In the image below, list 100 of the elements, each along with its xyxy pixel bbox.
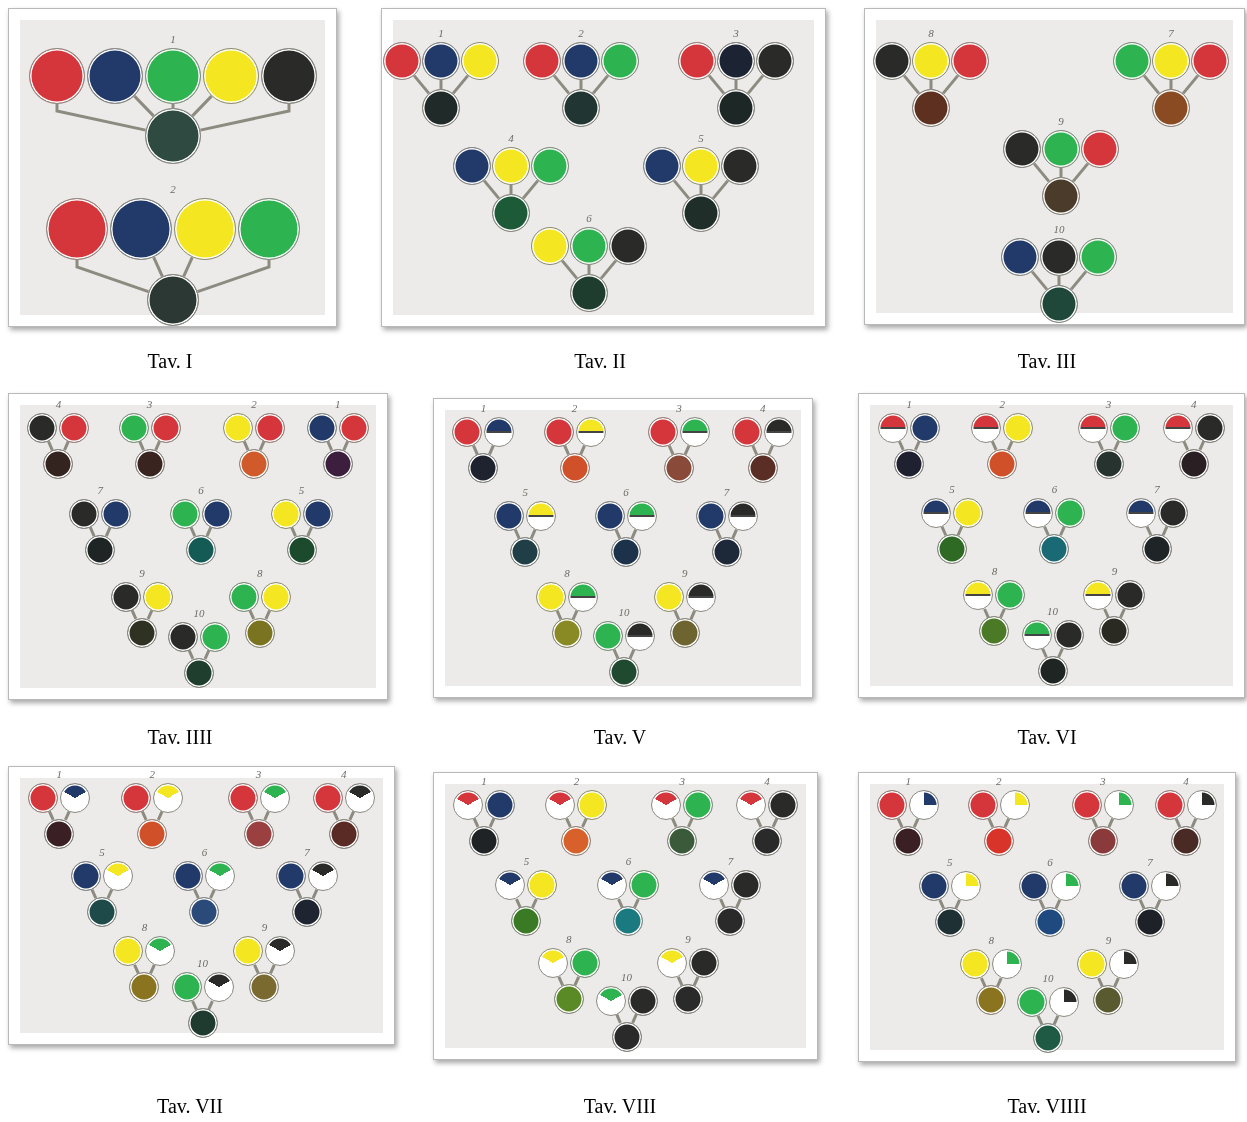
group-number: 9 <box>1110 565 1119 579</box>
group-number: 8 <box>140 921 149 935</box>
color-circle <box>893 825 924 856</box>
group-number: 8 <box>987 934 996 948</box>
color-circle <box>1103 789 1134 820</box>
connector-line <box>628 649 636 659</box>
connector-line <box>929 80 933 89</box>
connector-line <box>987 818 995 828</box>
color-circle <box>987 448 1018 479</box>
connector-line <box>146 609 154 620</box>
connector-line <box>439 80 443 89</box>
color-circle <box>936 533 967 564</box>
color-circle <box>960 949 991 980</box>
group-number: 5 <box>697 132 705 145</box>
connector-line <box>938 899 945 909</box>
color-circle <box>1162 412 1193 443</box>
color-circle <box>731 417 762 447</box>
color-circle <box>570 274 608 312</box>
color-circle <box>485 789 516 820</box>
group-number: 3 <box>678 774 687 788</box>
connector-line <box>306 526 313 537</box>
connector-line <box>617 898 624 909</box>
color-circle <box>873 42 911 80</box>
color-circle <box>101 498 132 529</box>
plate-panel <box>8 8 337 327</box>
connector-line <box>579 80 583 89</box>
color-circle <box>894 448 925 479</box>
connector-line <box>940 526 948 536</box>
color-circle <box>1113 42 1151 80</box>
connector-line <box>258 440 266 451</box>
group-number: 2 <box>570 402 579 415</box>
color-circle <box>878 412 909 443</box>
color-circle <box>134 448 165 479</box>
connector-line <box>573 976 581 986</box>
group-number: 6 <box>1050 482 1059 496</box>
connector-line <box>1113 977 1120 988</box>
color-circle <box>143 581 173 612</box>
connector-line <box>263 810 270 821</box>
plate-panel <box>858 772 1236 1062</box>
color-circle <box>453 789 484 820</box>
color-circle <box>1151 871 1182 902</box>
color-circle <box>595 985 626 1016</box>
color-circle <box>995 580 1026 611</box>
group-number: 2 <box>998 397 1006 411</box>
connector-line <box>755 817 763 828</box>
color-circle <box>678 42 716 80</box>
connector-line <box>999 608 1006 619</box>
plate-panel <box>8 393 388 700</box>
color-circle <box>60 782 91 813</box>
group-number: 10 <box>192 606 206 620</box>
connector-line <box>1198 440 1206 451</box>
color-circle <box>200 621 230 652</box>
color-circle <box>1018 871 1049 902</box>
connector-line <box>1069 270 1088 291</box>
color-circle <box>286 534 317 565</box>
connector-line <box>671 817 678 828</box>
group-number: 3 <box>145 397 154 411</box>
color-circle <box>338 412 369 443</box>
group-number: 3 <box>254 767 263 781</box>
group-number: 2 <box>250 397 258 411</box>
color-circle <box>613 906 644 937</box>
group-number: 8 <box>563 567 571 580</box>
color-circle <box>137 818 168 849</box>
color-circle <box>527 870 558 901</box>
group-number: 5 <box>521 486 529 499</box>
color-circle <box>1194 412 1225 443</box>
color-circle <box>1017 987 1047 1018</box>
color-circle <box>29 48 85 104</box>
connector-line <box>715 529 722 539</box>
color-circle <box>205 860 236 891</box>
group-number: 3 <box>1099 774 1107 788</box>
connector-line <box>64 810 71 821</box>
group-number: 2 <box>995 774 1003 788</box>
connector-line <box>767 445 774 455</box>
connector-line <box>735 898 742 909</box>
color-circle <box>910 412 941 443</box>
color-circle <box>1093 448 1124 479</box>
connector-line <box>1181 74 1200 95</box>
connector-line <box>247 810 254 821</box>
color-circle <box>308 860 338 891</box>
connector-line <box>152 256 164 277</box>
color-circle <box>1135 907 1166 938</box>
color-circle <box>648 417 679 447</box>
color-circle <box>983 825 1014 856</box>
color-circle <box>918 871 949 902</box>
color-circle <box>721 147 759 185</box>
connector-line <box>1059 526 1066 536</box>
connector-line <box>264 609 272 620</box>
color-circle <box>422 42 460 80</box>
connector-line <box>242 440 250 451</box>
connector-line <box>746 74 765 95</box>
color-circle <box>626 501 657 531</box>
connector-line <box>482 179 501 200</box>
connector-line <box>633 898 640 909</box>
color-circle <box>593 621 623 651</box>
group-number: 3 <box>1104 397 1113 411</box>
color-circle <box>113 936 144 967</box>
connector-line <box>130 609 138 620</box>
color-circle <box>59 412 90 443</box>
color-circle <box>461 42 499 80</box>
